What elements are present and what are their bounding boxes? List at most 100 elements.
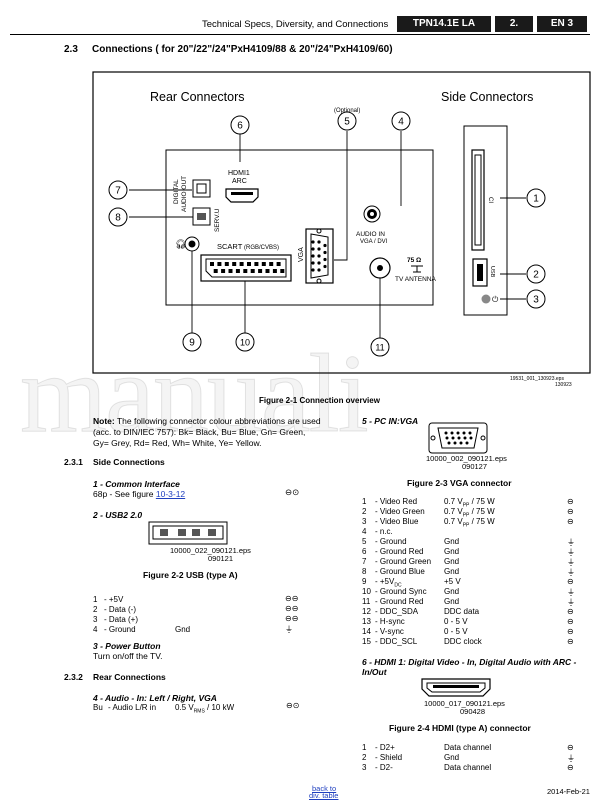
callout-circle	[230, 115, 250, 135]
scart-pin	[243, 269, 248, 273]
vga-pin	[317, 254, 321, 258]
hdmi-pin-name: - D2-	[375, 763, 393, 772]
side-connectors-title: Side Connectors	[441, 90, 533, 104]
ohm-label: 75 Ω	[407, 257, 421, 264]
vga-pin-name: - Ground Green	[375, 557, 432, 566]
callout-circle	[337, 111, 357, 131]
ci-figure-link[interactable]: 10-3-12	[155, 489, 186, 499]
hdmi-caption: Figure 2-4 HDMI (type A) connector	[389, 723, 531, 733]
scart-pin	[265, 269, 270, 273]
usb-pin-symbol-icon: ⊖⊖	[285, 594, 299, 603]
vga-pin-value: Gnd	[444, 567, 460, 576]
hdmi-title-2: In/Out	[362, 667, 387, 677]
scart-pin	[232, 262, 237, 266]
vga-pin	[323, 243, 327, 248]
vga-pin-name: - +5VDC	[375, 577, 402, 589]
usb-pin-symbol-icon: ⏚	[285, 625, 293, 634]
header-lang-tab: EN 3	[537, 16, 587, 32]
note-line-3: Gy= Grey, Rd= Red, Wh= White, Ye= Yellow…	[93, 438, 262, 448]
ci-slot	[471, 149, 485, 251]
vga-pin-symbol-icon: ⊖	[567, 577, 574, 586]
vga-file-label: 10000_002_090121.eps	[426, 454, 507, 463]
tv-antenna-label: TV ANTENNA	[395, 276, 436, 283]
scart-pin	[239, 262, 244, 266]
audio-row-color: Bu	[93, 703, 103, 712]
vga-pin-number: 8	[362, 567, 367, 576]
scart-pin	[276, 262, 281, 266]
vga-pin-name: - Ground Blue	[375, 567, 425, 576]
vga-pin-symbol-icon: ⊖	[567, 637, 574, 646]
vga-pin-name: - H-sync	[375, 617, 405, 626]
vga-pin-name: - Ground Red	[375, 547, 424, 556]
vga-pin-name: - Video Blue	[375, 517, 419, 526]
scart-pin	[210, 262, 214, 266]
usb-pin-symbol-icon: ⊖⊖	[285, 614, 299, 623]
usb-pin-number: 2	[93, 605, 98, 614]
scart-pin	[224, 262, 229, 266]
power-text: Turn on/off the TV.	[93, 651, 163, 661]
rear-title: Rear Connections	[93, 672, 166, 682]
scart-sub-label: (RGB/CVBS)	[244, 245, 279, 251]
callout-circle	[391, 111, 411, 131]
scart-pin	[258, 269, 263, 273]
vga-pin-name: - Video Green	[375, 507, 425, 516]
vga-pin-symbol-icon: ⊖	[567, 517, 574, 526]
vga-pin-name: - Ground	[375, 537, 407, 546]
usb-pin-symbol-icon: ⊖⊖	[285, 604, 299, 613]
ci-label: CI	[487, 197, 493, 203]
usb-pin-name: - Data (+)	[104, 615, 139, 624]
side-panel	[463, 125, 508, 316]
vga-pin-number: 14	[362, 627, 371, 636]
scart-pin	[221, 269, 226, 273]
vga-label: VGA	[298, 247, 305, 262]
power-icon: ⏻	[492, 295, 499, 304]
hdmi-pin-number: 2	[362, 753, 367, 762]
scart-pin	[235, 269, 240, 273]
vga-pin-value: 0.7 VPP / 75 W	[444, 517, 495, 529]
vga-pin-number: 5	[362, 537, 367, 546]
side-number: 2.3.1	[64, 457, 83, 467]
header-chapter-tab: 2.	[495, 16, 533, 32]
vga-date-label: 090127	[462, 462, 488, 471]
vga-pin	[311, 247, 315, 251]
back-link[interactable]: back to	[312, 784, 337, 793]
vga-pin-name: - Video Red	[375, 497, 418, 506]
callout-circle	[108, 207, 128, 227]
vga-pin-value: +5 V	[444, 577, 461, 586]
scart-pin	[250, 269, 255, 273]
hdmi-pin-value: Data channel	[444, 743, 492, 752]
callout-label: 5	[344, 117, 350, 128]
vga-pin-number: 13	[362, 617, 371, 626]
vga-pin-value: 0 - 5 V	[444, 617, 468, 626]
vga-title: 5 - PC IN:VGA	[362, 416, 419, 426]
watermark: manuali	[20, 332, 370, 457]
scart-label: SCART	[217, 242, 243, 251]
scart-pin	[272, 269, 277, 273]
vga-pin	[317, 247, 321, 251]
figure-1-caption: Figure 2-1 Connection overview	[259, 396, 380, 405]
callout-label: 6	[237, 121, 243, 132]
audio-in-sub-label: VGA / DVI	[360, 239, 388, 245]
callout-label: 10	[240, 338, 250, 348]
callout-label: 8	[115, 213, 121, 224]
back-link-2[interactable]: div. table	[309, 791, 339, 800]
vga-pin-symbol-icon: ⊖	[567, 627, 574, 636]
vga-pin-symbol-icon: ⏚	[567, 558, 575, 567]
vga-pin-value: Gnd	[444, 537, 460, 546]
rear-number: 2.3.2	[64, 672, 83, 682]
scart-connector	[200, 254, 292, 282]
vga-pin-number: 6	[362, 547, 367, 556]
note-first-line: Note: The following connector colour abb…	[93, 416, 321, 426]
header-model-tab: TPN14.1E LA	[397, 16, 491, 32]
audio-symbol-icon: ⊖⊙	[286, 701, 300, 710]
vga-pin-symbol-icon: ⏚	[567, 538, 575, 547]
vga-pin-name: - Ground Sync	[375, 587, 427, 596]
hdmi-pin-number: 3	[362, 763, 367, 772]
hdmi-pin-name: - Shield	[375, 753, 403, 762]
vga-pin-value: DDC clock	[444, 637, 482, 646]
hdmi-connector-drawing	[421, 678, 491, 697]
callout-label: 3	[533, 295, 539, 306]
vga-pin-number: 12	[362, 607, 371, 616]
power-title: 3 - Power Button	[93, 641, 161, 651]
audio-out-label: AUDIO OUT	[181, 176, 188, 212]
